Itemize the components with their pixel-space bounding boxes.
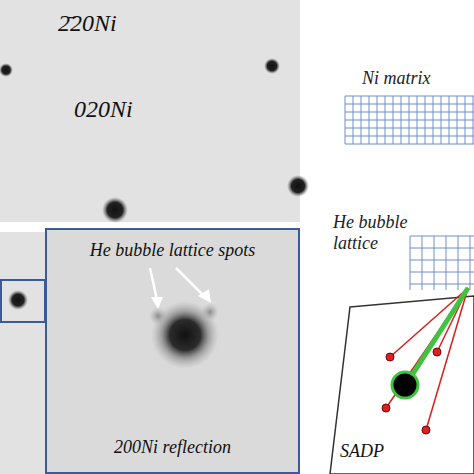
region-label: Ni matrix xyxy=(362,68,472,89)
node-text: 020Ni xyxy=(74,96,133,124)
node-text: He bubble lattice spots xyxy=(90,240,255,261)
node-text: 2̄20Ni xyxy=(58,10,117,38)
pattern-panel: 2̄20Ni 020Ni xyxy=(0,0,300,222)
node-text: SADP xyxy=(340,441,384,462)
sadp-plane: SADP xyxy=(325,295,474,474)
region-label: He bubble lattice xyxy=(333,212,411,253)
zoom-panel: He bubble lattice spots 200Ni reflection xyxy=(45,228,300,474)
node-text: 200Ni reflection xyxy=(114,437,231,458)
